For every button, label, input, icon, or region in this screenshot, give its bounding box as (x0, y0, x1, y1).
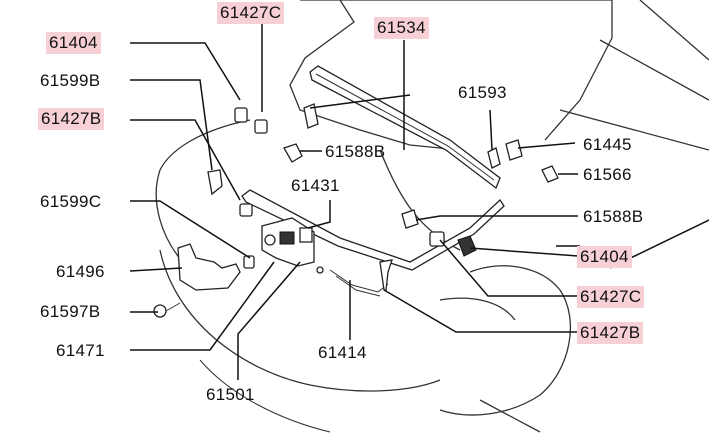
label-61471[interactable]: 61471 (56, 341, 105, 360)
label-61427b-right[interactable]: 61427B (577, 322, 644, 344)
label-61427b-left[interactable]: 61427B (38, 108, 105, 130)
label-61534[interactable]: 61534 (374, 17, 429, 39)
label-61599b[interactable]: 61599B (40, 71, 101, 90)
release-cable (241, 189, 505, 297)
label-61496[interactable]: 61496 (56, 262, 105, 281)
label-61427c-right[interactable]: 61427C (577, 286, 645, 308)
label-61593[interactable]: 61593 (458, 83, 507, 102)
label-61404-right[interactable]: 61404 (577, 246, 632, 268)
hood-latch-61501 (261, 217, 315, 267)
clips-and-fasteners (153, 103, 559, 318)
label-61431[interactable]: 61431 (291, 176, 340, 195)
label-61599c[interactable]: 61599C (40, 192, 102, 211)
label-61445[interactable]: 61445 (583, 135, 632, 154)
label-61501[interactable]: 61501 (206, 385, 255, 404)
label-61404-left[interactable]: 61404 (46, 32, 101, 54)
label-61566[interactable]: 61566 (583, 165, 632, 184)
label-61427c-top[interactable]: 61427C (217, 2, 285, 24)
label-61597b[interactable]: 61597B (40, 302, 101, 321)
bracket-61496 (177, 243, 241, 291)
label-61588b-top[interactable]: 61588B (325, 142, 386, 161)
leader-lines (129, 22, 709, 380)
label-61414[interactable]: 61414 (318, 343, 367, 362)
label-61588b-right[interactable]: 61588B (583, 207, 644, 226)
weatherstrip-61534 (309, 65, 501, 190)
